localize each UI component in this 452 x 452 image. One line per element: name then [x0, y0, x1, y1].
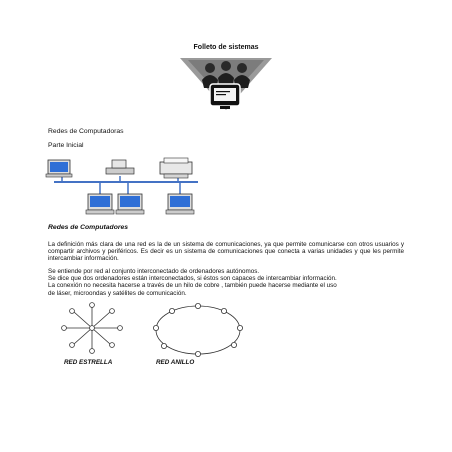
article-heading: Redes de Computadores [48, 224, 129, 231]
section-title: Redes de Computadoras [48, 128, 124, 135]
paragraph-2-line: Se dice que dos ordenadores están interc… [48, 275, 337, 283]
star-network-label: RED ESTRELLA [64, 359, 113, 366]
paragraph-2-line: Se entiende por red al conjunto intercon… [48, 268, 260, 275]
ring-network-label: RED ANILLO [156, 359, 195, 366]
header-illustration [180, 58, 272, 110]
computer-icon [85, 193, 115, 215]
brochure-title: Folleto de sistemas [193, 44, 259, 51]
computer-icon [45, 159, 73, 178]
paragraph-2-line: de láser, microondas y satélites de comu… [48, 289, 187, 297]
server-icon [105, 159, 135, 175]
paragraph-2: Se entiende por red al conjunto intercon… [48, 268, 404, 297]
paragraph-2-line: La conexión no necesita hacerse a través… [48, 282, 337, 290]
computer-icon [115, 193, 145, 215]
paragraph-1: La definición más clara de una red es la… [48, 241, 404, 263]
section-subtitle: Parte Inicial [48, 142, 84, 149]
printer-icon [159, 157, 193, 179]
star-network-diagram [61, 302, 123, 354]
network-bus-diagram [45, 157, 198, 215]
computer-icon [165, 193, 195, 215]
ring-network-diagram [153, 303, 244, 358]
